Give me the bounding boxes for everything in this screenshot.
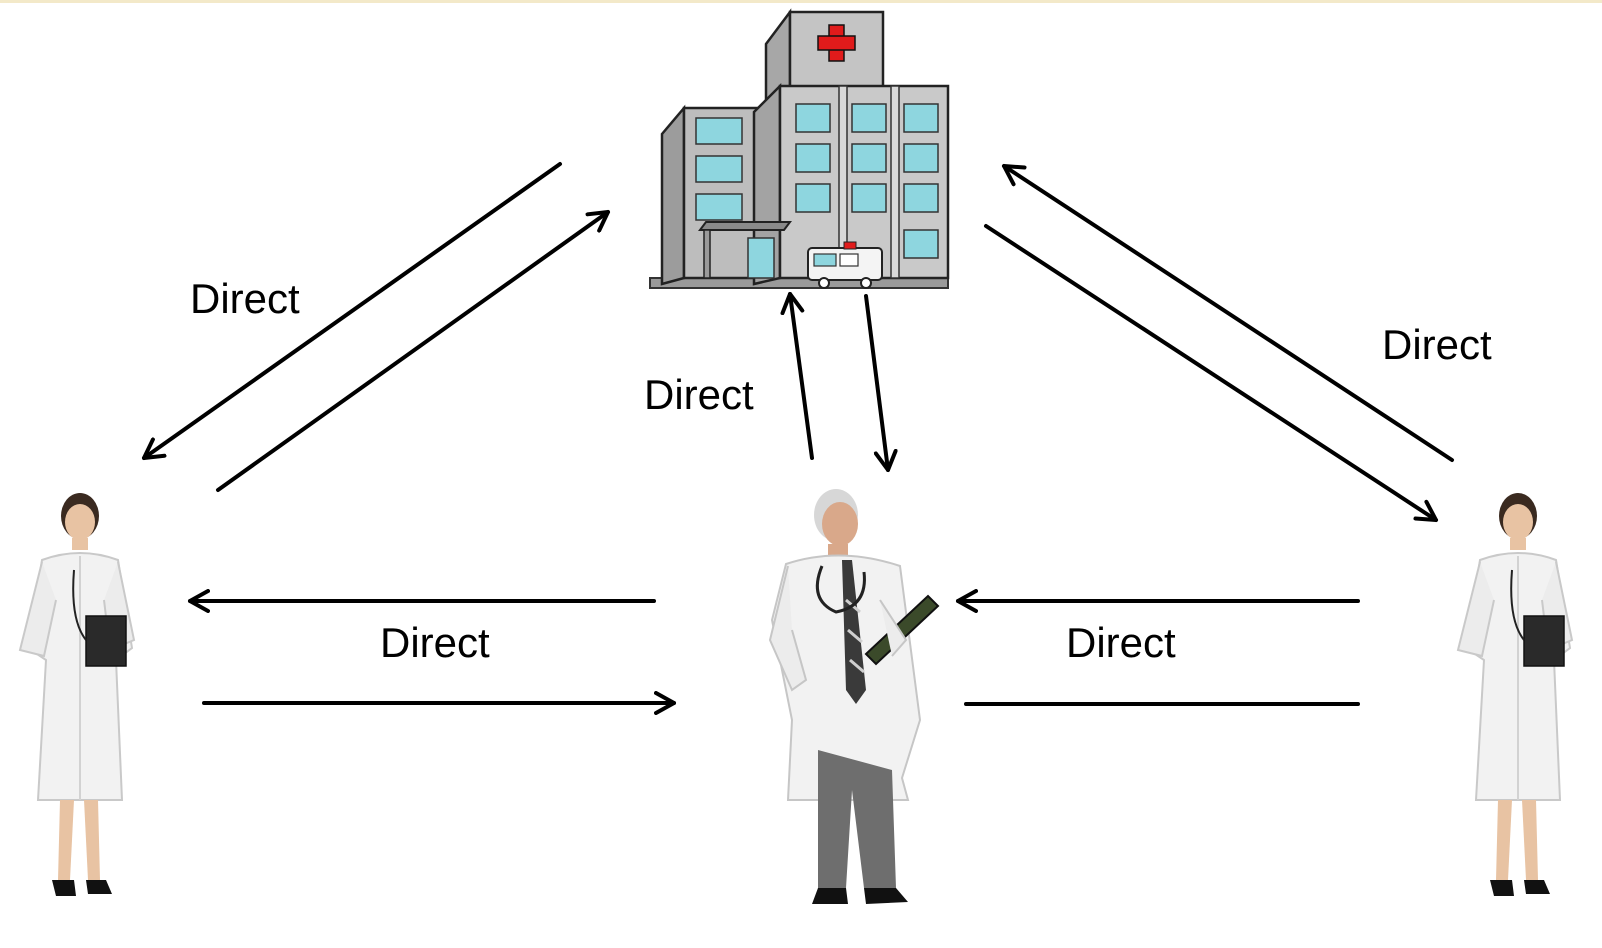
arrow-left-to-hospital <box>216 210 610 492</box>
ambulance-icon <box>807 241 883 289</box>
label-hospital-right: Direct <box>1382 321 1492 368</box>
label-hospital-center: Direct <box>644 371 754 418</box>
arrow-center-to-hospital <box>780 292 814 460</box>
arrow-hospital-to-center <box>864 294 898 472</box>
label-hospital-left: Direct <box>190 275 300 322</box>
label-center-right: Direct <box>1066 619 1176 666</box>
label-left-center: Direct <box>380 619 490 666</box>
arrow-hospital-to-right <box>984 224 1438 522</box>
red-cross-icon <box>817 24 856 62</box>
left-female-doctor-icon <box>18 493 136 896</box>
hospital-building-icon <box>649 8 950 289</box>
arrow-hospital-to-left <box>142 162 562 460</box>
arrow-right-to-hospital <box>1002 164 1454 462</box>
center-male-doctor-icon <box>768 489 940 904</box>
right-female-doctor-icon <box>1456 493 1574 896</box>
top-accent-strip <box>0 0 1602 3</box>
